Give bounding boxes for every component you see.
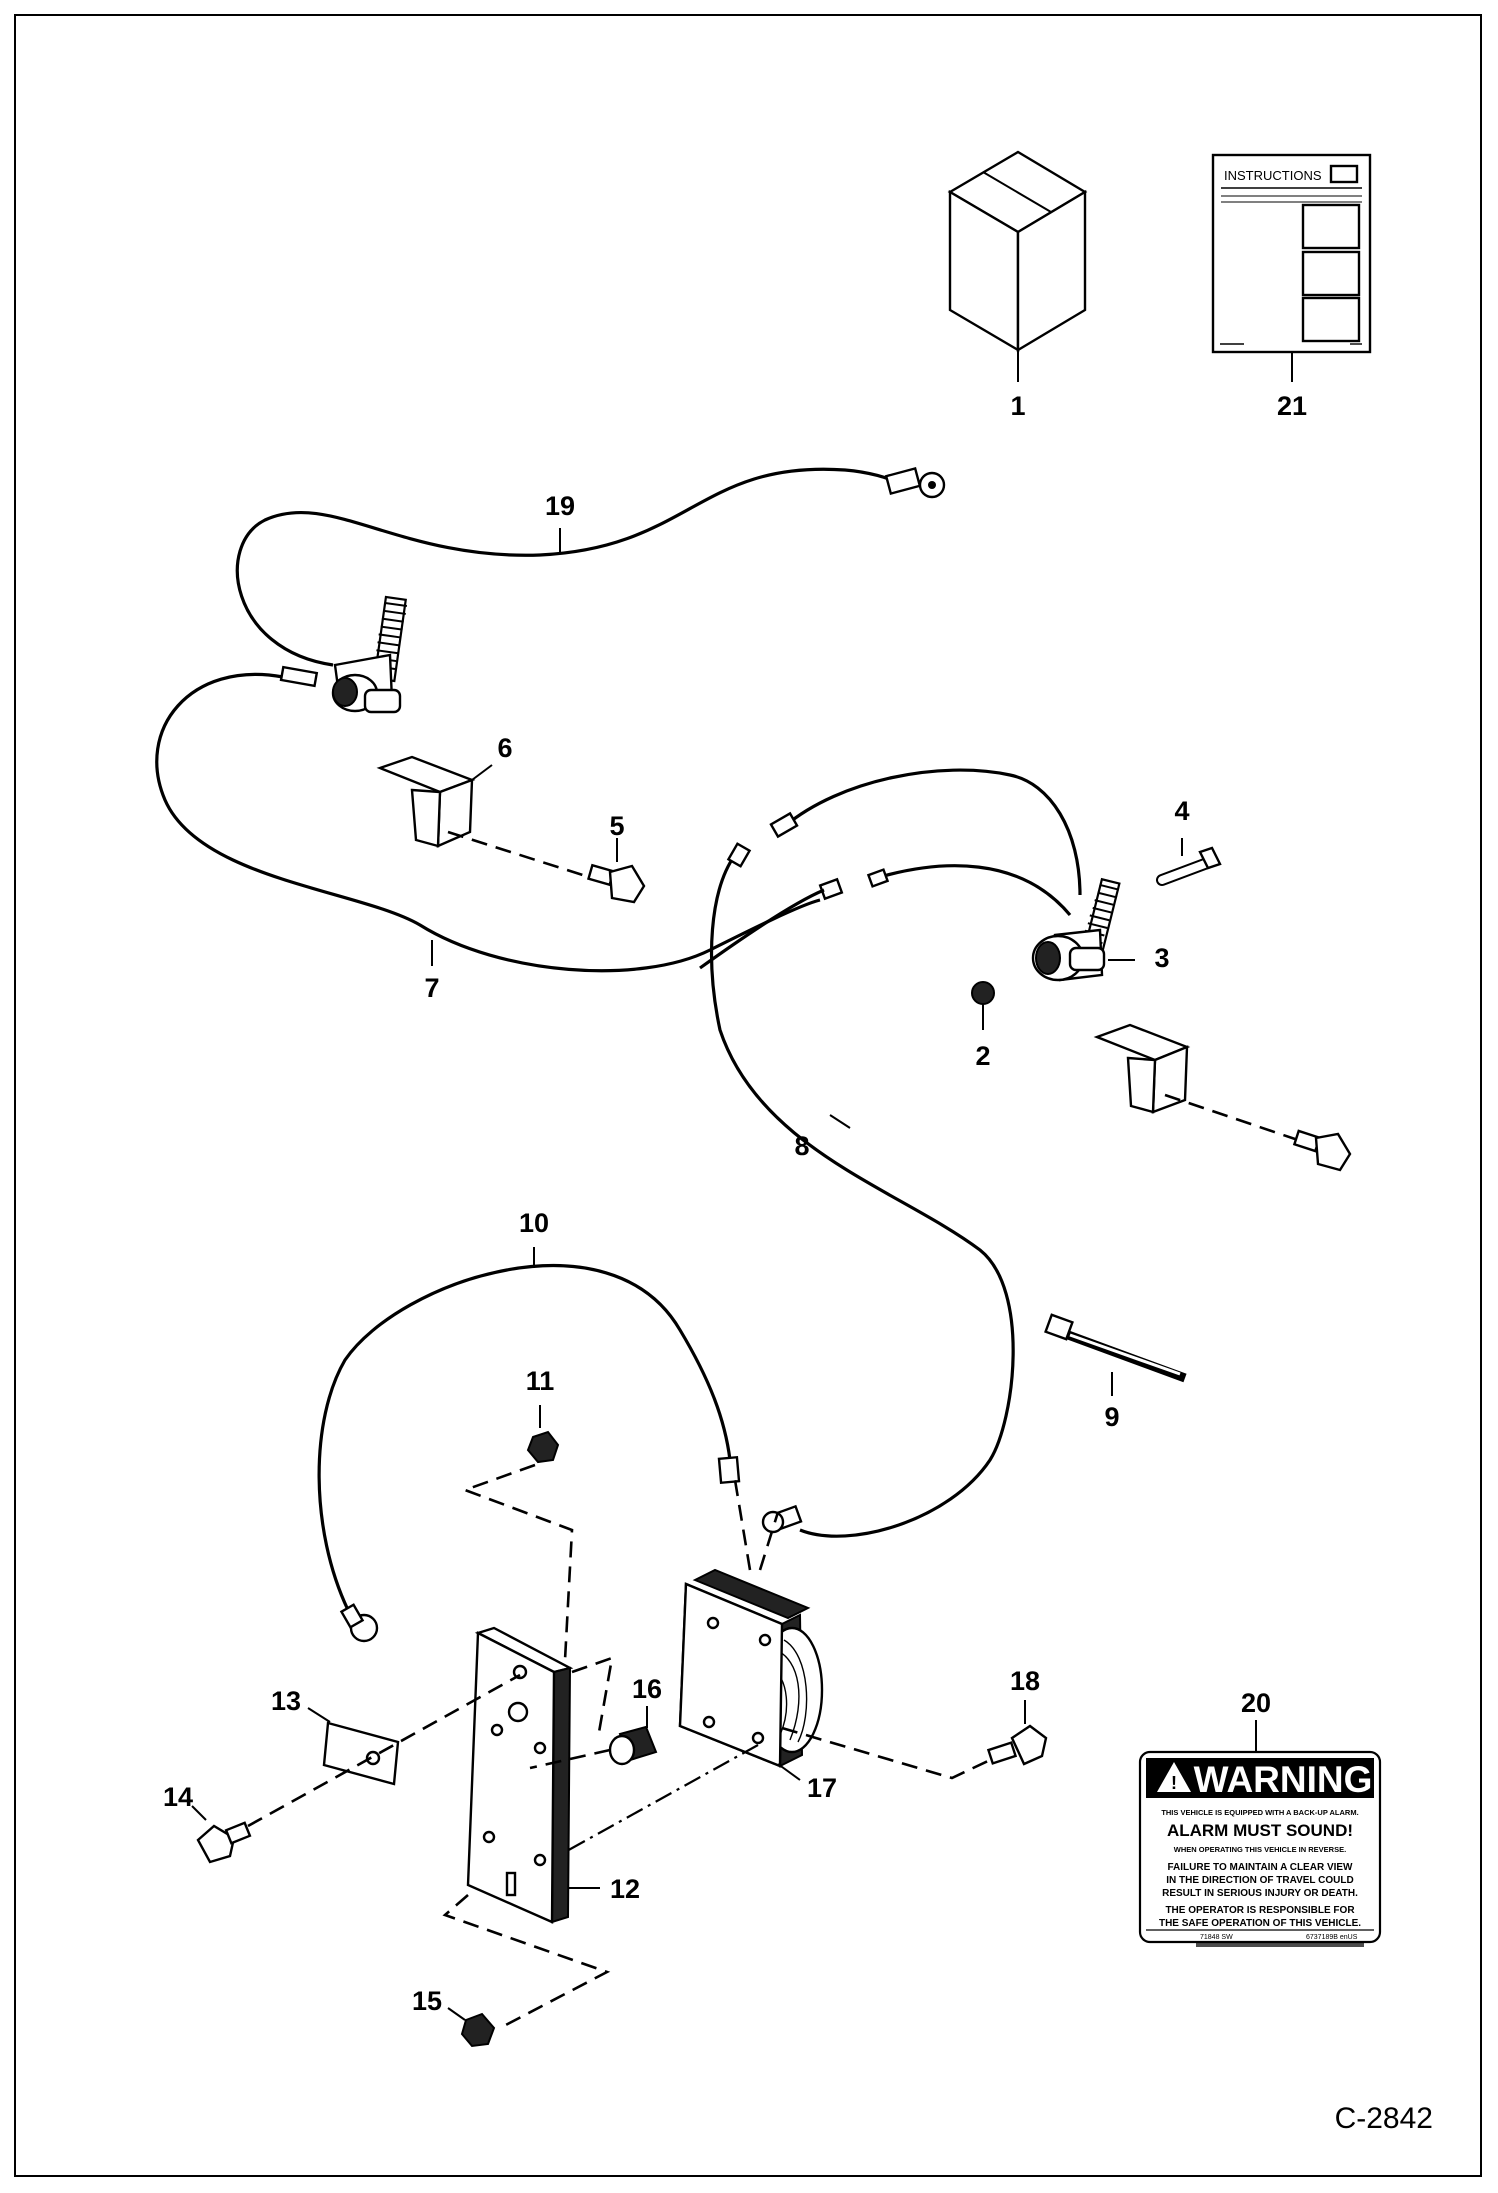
kit-box [947,150,1088,382]
cable-tie-9 [1044,1313,1187,1396]
callout-6: 6 [497,733,512,763]
warning-line3: WHEN OPERATING THIS VEHICLE IN REVERSE. [1174,1845,1346,1854]
switch-left [331,595,408,714]
callout-8: 8 [794,1131,809,1161]
nut-2 [971,981,995,1030]
callout-12: 12 [610,1874,640,1904]
callout-16: 16 [632,1674,662,1704]
switch-right [1031,877,1135,982]
warning-line1: THIS VEHICLE IS EQUIPPED WITH A BACK-UP … [1161,1808,1358,1817]
callout-3: 3 [1154,943,1169,973]
callout-4: 4 [1174,796,1189,826]
cable-19 [235,466,946,667]
callout-14: 14 [163,1782,193,1812]
bolt-14 [191,1673,521,1864]
figure-id: C-2842 [1335,2102,1433,2135]
bracket-6 [376,755,493,848]
instructions-title: INSTRUCTIONS [1224,168,1322,183]
callout-18: 18 [1010,1666,1040,1696]
callout-10: 10 [519,1208,549,1238]
warning-line2: ALARM MUST SOUND! [1167,1821,1353,1840]
bolt-18 [781,1700,1048,1780]
callout-1: 1 [1010,391,1025,421]
screw-4 [1156,838,1222,886]
callout-20: 20 [1241,1688,1271,1718]
callout-15: 15 [412,1986,442,2016]
nut-15 [442,1894,611,2048]
warning-decal: ! WARNING THIS VEHICLE IS EQUIPPED WITH … [1138,1720,1382,1947]
cable-7 [155,665,821,973]
warning-code-left: 71848 SW [1200,1934,1233,1941]
instructions-sheet: INSTRUCTIONS [1211,153,1372,382]
callout-19: 19 [545,491,575,521]
warning-line4a: FAILURE TO MAINTAIN A CLEAR VIEW [1168,1862,1354,1873]
callout-2: 2 [975,1041,990,1071]
warning-line5b: THE SAFE OPERATION OF THIS VEHICLE. [1159,1918,1361,1929]
callout-9: 9 [1104,1402,1119,1432]
callout-5: 5 [609,811,624,841]
callout-11: 11 [526,1366,555,1396]
bolt-5 [447,830,646,904]
svg-text:!: ! [1171,1773,1177,1793]
callout-17: 17 [807,1773,837,1803]
alarm-17 [678,1479,824,1781]
plate-12 [466,1626,614,1924]
warning-line4b: IN THE DIRECTION OF TRAVEL COULD [1166,1875,1353,1886]
terminal-8 [761,1504,803,1534]
callout-7: 7 [424,973,439,1003]
alignment-line [564,1744,759,1853]
spacer-16 [529,1706,658,1770]
cable-10 [317,1247,741,1643]
bracket-right [1093,1023,1352,1172]
callout-21: 21 [1277,391,1307,421]
harness-right [699,768,1082,1538]
warning-heading: WARNING [1194,1759,1373,1800]
spacer-13 [307,1707,400,1786]
callout-13: 13 [271,1686,301,1716]
warning-line5a: THE OPERATOR IS RESPONSIBLE FOR [1165,1905,1355,1916]
warning-code-right: 6737189B enUS [1306,1934,1358,1941]
warning-line4c: RESULT IN SERIOUS INJURY OR DEATH. [1162,1888,1358,1899]
nut-11 [461,1405,574,1661]
callouts: 1 2 3 4 5 6 7 8 9 10 11 12 13 14 15 16 1… [163,391,1307,2016]
drawing-frame [14,14,1482,2177]
